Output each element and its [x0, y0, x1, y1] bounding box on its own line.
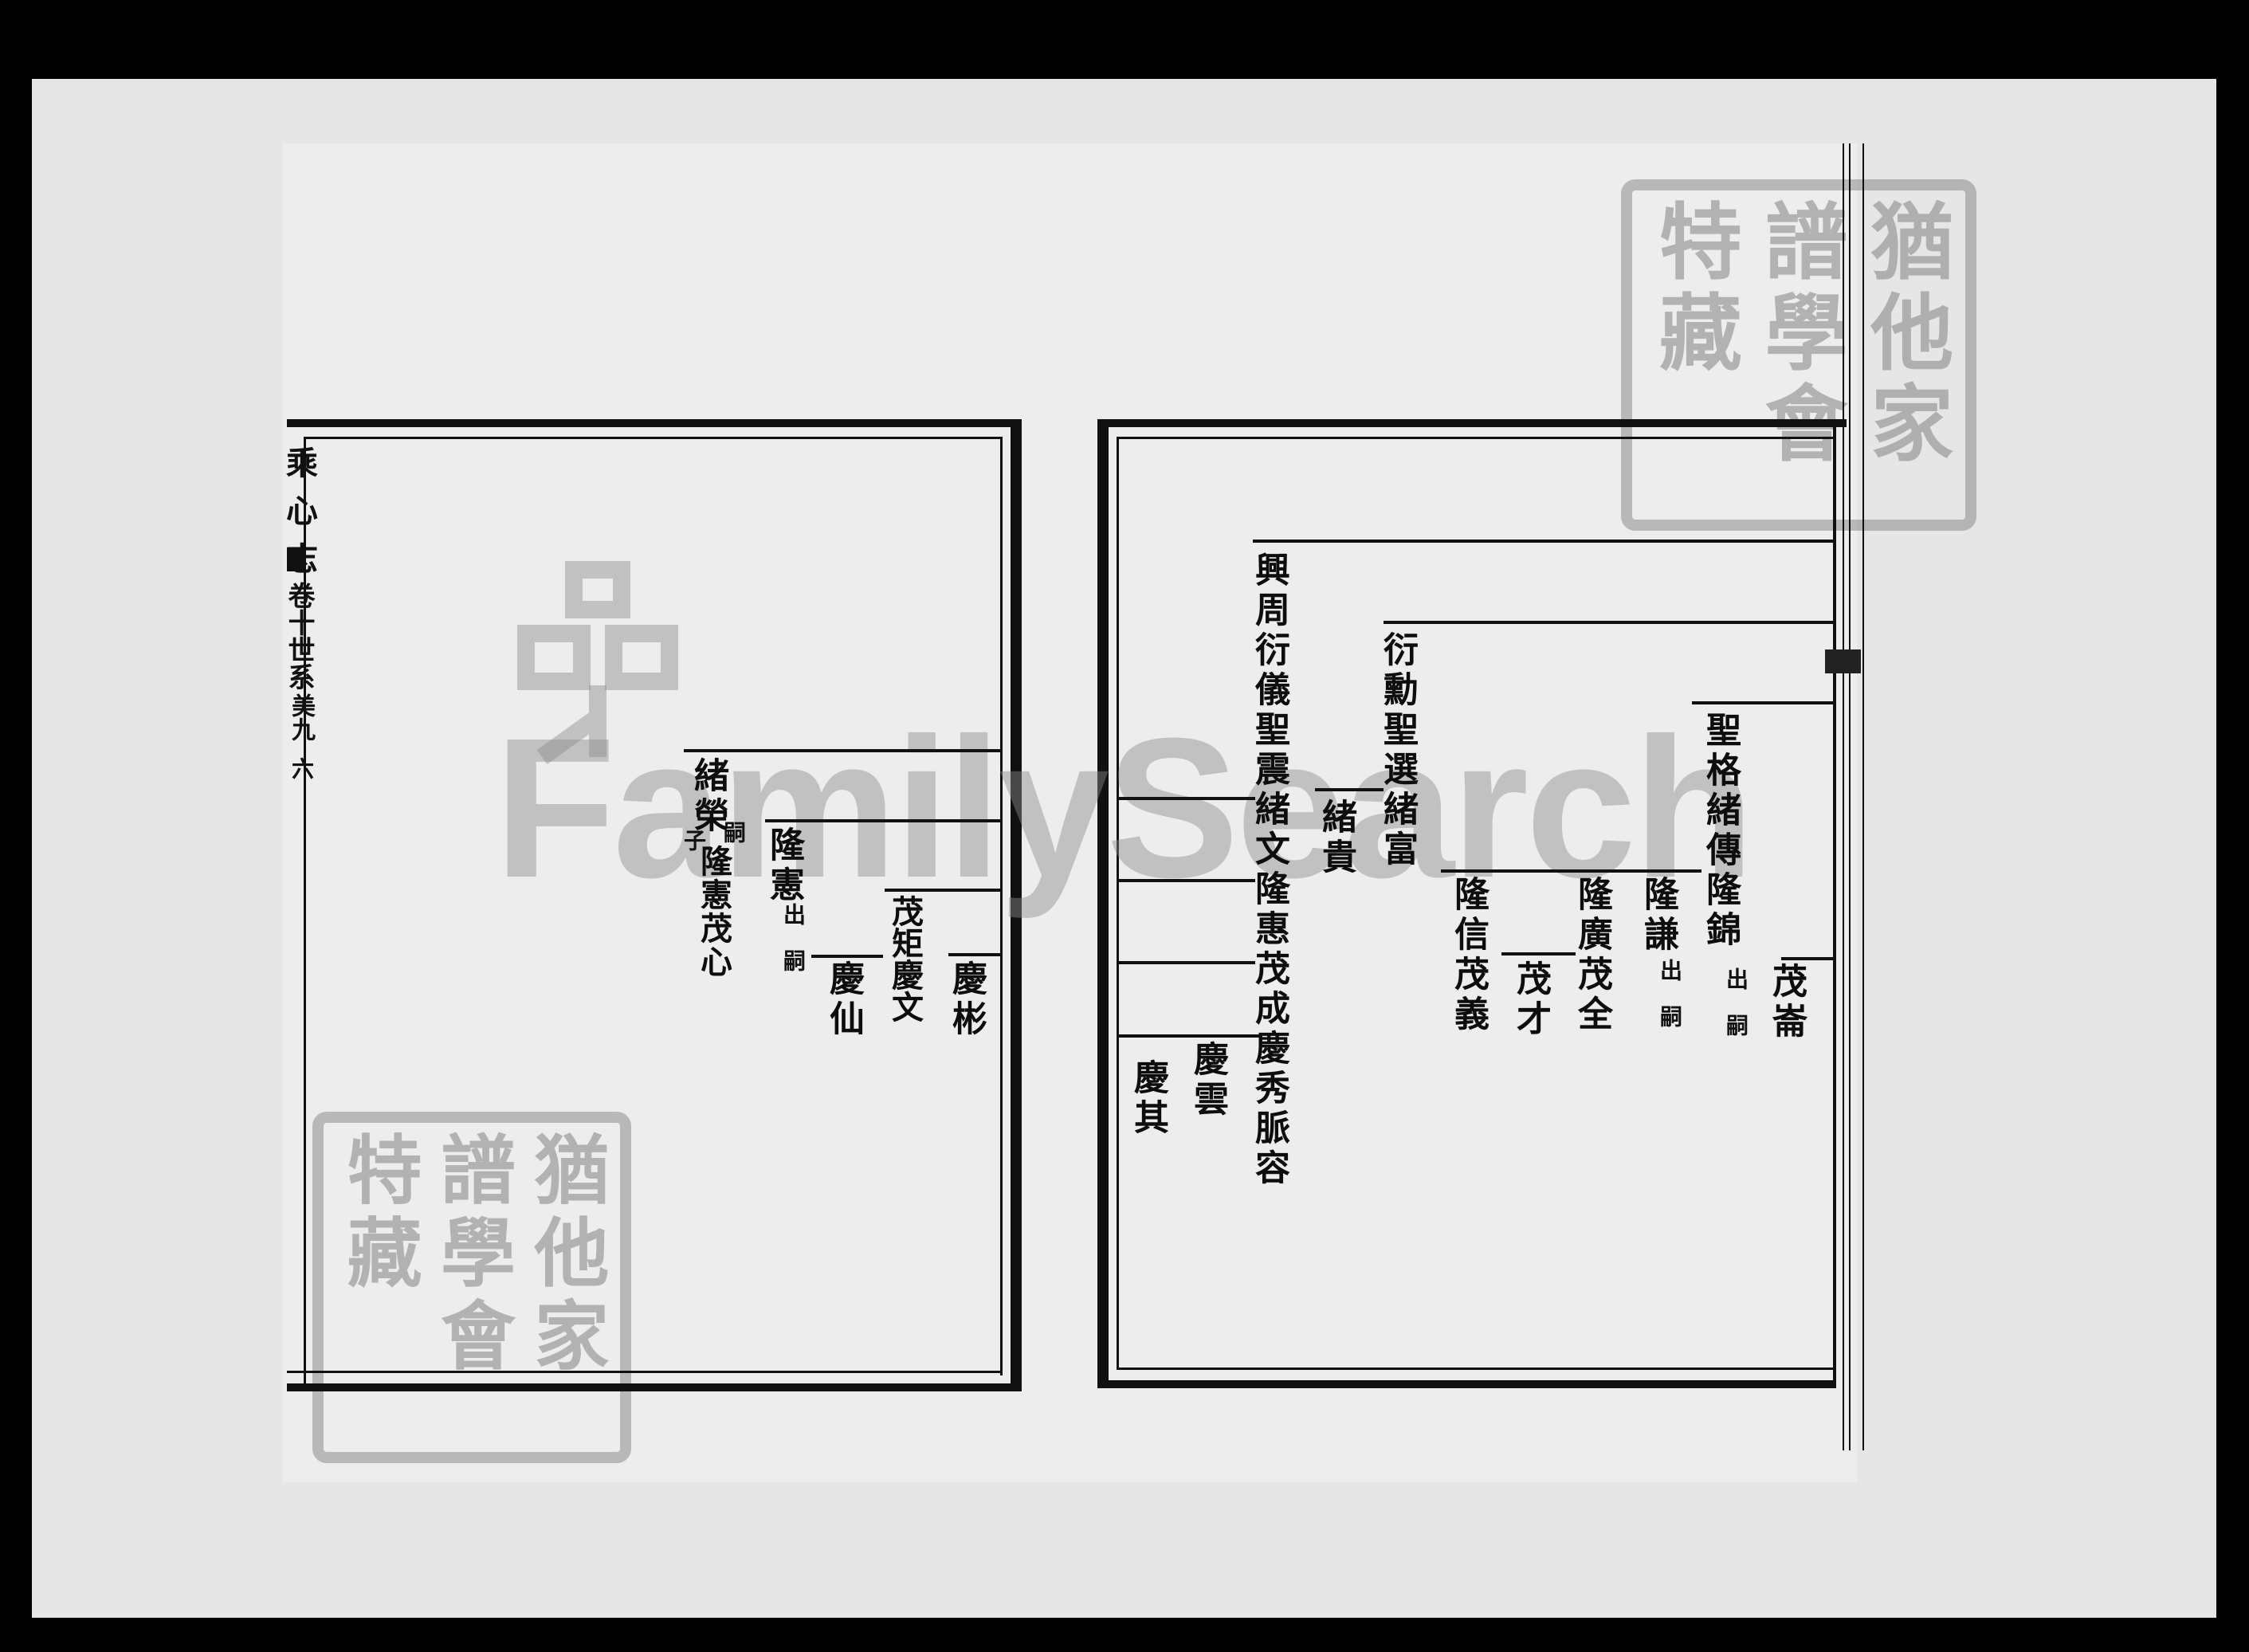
- name-yan-xun-lineage: 衍勳聖選緒富: [1377, 631, 1418, 870]
- margin-volume: 卷十世系: [283, 582, 315, 690]
- fishtail-mark: [287, 547, 304, 571]
- familysearch-watermark: FamilySearch: [494, 697, 1755, 919]
- name-qing-bin: 慶彬: [946, 960, 987, 1040]
- name-xu-rong: 緒榮: [688, 757, 728, 837]
- familysearch-tree-icon: [517, 561, 678, 764]
- seal-text: 猶他家: [521, 1131, 610, 1379]
- seal-text: 猶他家: [1855, 198, 1954, 471]
- name-qing-qi: 慶其: [1128, 1059, 1168, 1139]
- margin-title: 乘心志: [281, 446, 318, 590]
- name-mao-cai: 茂才: [1510, 960, 1551, 1040]
- name-long-xian-mao-xin: 隆憲茂心: [695, 845, 732, 979]
- name-mao-ju-qing-wen: 茂矩慶文: [886, 895, 924, 1022]
- seal-text: 特藏: [1644, 198, 1743, 380]
- name-long-xin-lineage: 隆信茂義: [1448, 876, 1489, 1035]
- adoption-out-note: 出嗣: [780, 903, 807, 995]
- seal-text: 譜學會: [427, 1131, 516, 1379]
- adoption-out-note: 出嗣: [1657, 959, 1683, 1051]
- library-seal-top-right: 猶他家 譜學會 特藏: [1621, 179, 1976, 531]
- name-sheng-ge-lineage: 聖格緒傳隆錦: [1700, 712, 1741, 951]
- name-long-guang-lineage: 隆廣茂全: [1572, 876, 1612, 1035]
- name-long-xian: 隆憲: [763, 826, 804, 906]
- adoption-note: 嗣: [720, 821, 747, 867]
- library-seal-bottom-left: 猶他家 譜學會 特藏: [312, 1112, 631, 1463]
- scanned-page: [283, 143, 1857, 1482]
- son-note: 子: [681, 829, 707, 875]
- adoption-out-note: 出嗣: [1723, 967, 1749, 1060]
- seal-text: 特藏: [334, 1131, 422, 1297]
- seal-text: 譜學會: [1749, 198, 1848, 471]
- page-number: 六: [288, 757, 315, 779]
- name-xing-zhou-lineage: 興周衍儀聖震緒文隆惠茂成慶秀脈容: [1249, 551, 1289, 1189]
- fishtail-mark: [1825, 649, 1861, 673]
- margin-branch: 美九: [287, 693, 315, 741]
- name-mao-lun: 茂崙: [1766, 963, 1807, 1042]
- name-qing-yun: 慶雲: [1187, 1041, 1228, 1120]
- name-qing-xian: 慶仙: [823, 960, 864, 1040]
- name-long-qian: 隆謙: [1638, 876, 1678, 955]
- name-xu-gui: 緒貴: [1316, 799, 1356, 878]
